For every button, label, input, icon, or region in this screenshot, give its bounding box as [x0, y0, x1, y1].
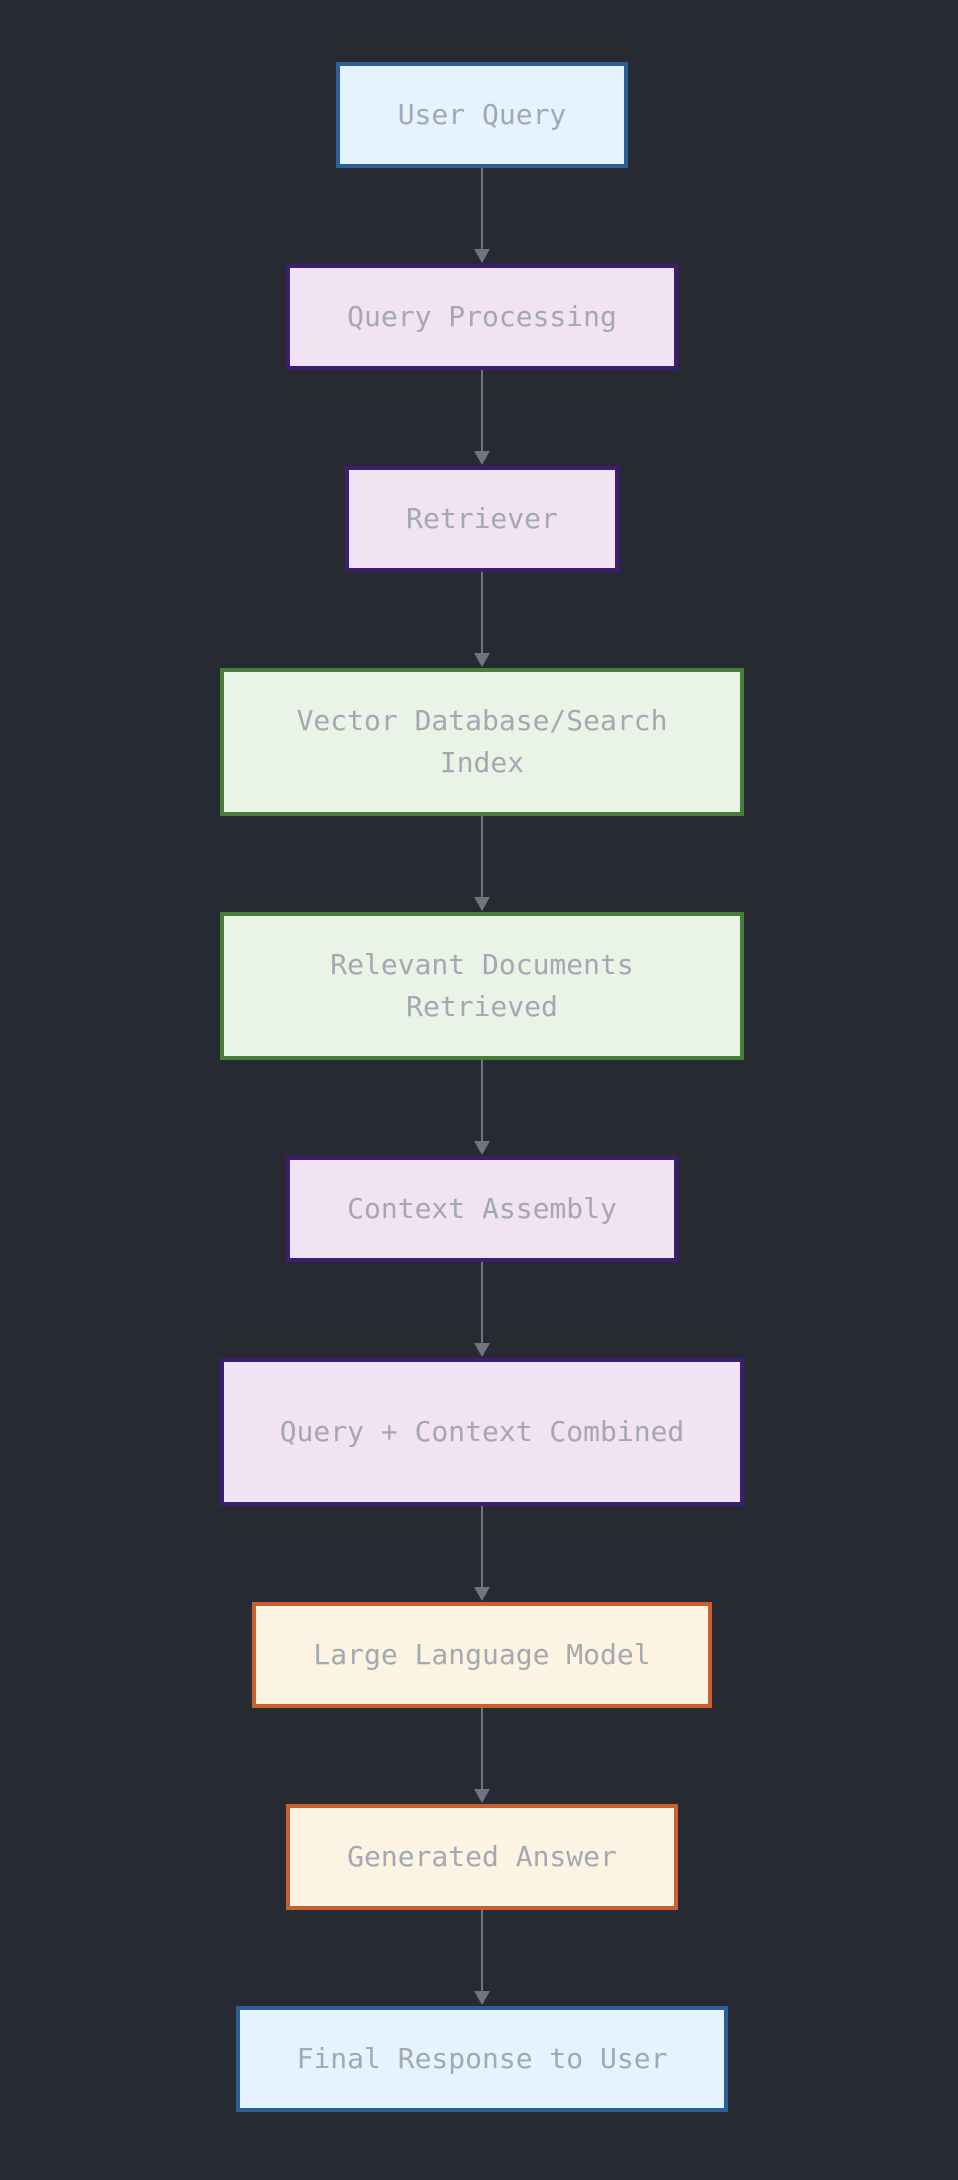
node-label: Query Processing [347, 300, 617, 333]
node-query-processing: Query Processing [286, 264, 678, 370]
arrowhead-icon [474, 1343, 490, 1357]
node-vector-database: Vector Database/Search Index [220, 668, 744, 816]
node-label: Query + Context Combined [279, 1415, 685, 1448]
arrowhead-icon [474, 249, 490, 263]
node-large-language-model: Large Language Model [252, 1602, 712, 1708]
node-label: Final Response to User [296, 2042, 668, 2075]
node-retriever: Retriever [345, 466, 619, 572]
node-label: Large Language Model [313, 1638, 651, 1671]
arrowhead-icon [474, 653, 490, 667]
arrowhead-icon [474, 897, 490, 911]
node-label: Generated Answer [347, 1840, 617, 1873]
node-query-context-combined: Query + Context Combined [220, 1358, 744, 1506]
node-generated-answer: Generated Answer [286, 1804, 678, 1910]
node-label: Context Assembly [347, 1192, 617, 1225]
node-context-assembly: Context Assembly [286, 1156, 678, 1262]
node-label: Relevant Documents Retrieved [330, 948, 634, 1023]
node-label: User Query [397, 98, 567, 131]
node-relevant-documents: Relevant Documents Retrieved [220, 912, 744, 1060]
arrowhead-icon [474, 1789, 490, 1803]
node-final-response: Final Response to User [236, 2006, 728, 2112]
arrowhead-icon [474, 451, 490, 465]
node-label: Vector Database/Search Index [296, 704, 668, 779]
arrowhead-icon [474, 1587, 490, 1601]
node-label: Retriever [406, 502, 558, 535]
arrowhead-icon [474, 1141, 490, 1155]
node-user-query: User Query [336, 62, 628, 168]
arrowhead-icon [474, 1991, 490, 2005]
